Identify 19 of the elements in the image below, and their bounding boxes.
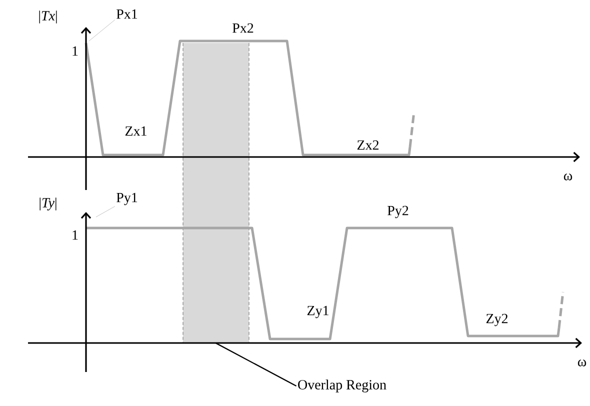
text-label: Px2 (232, 23, 254, 33)
axis-label: |Ty| (40, 198, 56, 210)
leader-line (96, 206, 116, 218)
tick-label: 1 (72, 46, 78, 56)
text-label: Py2 (388, 206, 408, 218)
axis-label: ω (564, 174, 572, 180)
text-label: Overlap Region (298, 380, 386, 392)
text-label: Py1 (116, 192, 138, 206)
text-label: Zx2 (357, 140, 379, 150)
text-label: Zx1 (125, 126, 146, 136)
overlap-region (183, 43, 249, 343)
leader-line (88, 20, 116, 42)
leader-line (216, 342, 297, 387)
text-label: Zy1 (307, 306, 328, 318)
axis-label: |Tx| (39, 10, 57, 24)
text-label: Zy2 (486, 314, 508, 326)
text-label: Px1 (116, 9, 138, 19)
tick-label: 1 (72, 230, 78, 240)
axis-label: ω (578, 360, 586, 366)
